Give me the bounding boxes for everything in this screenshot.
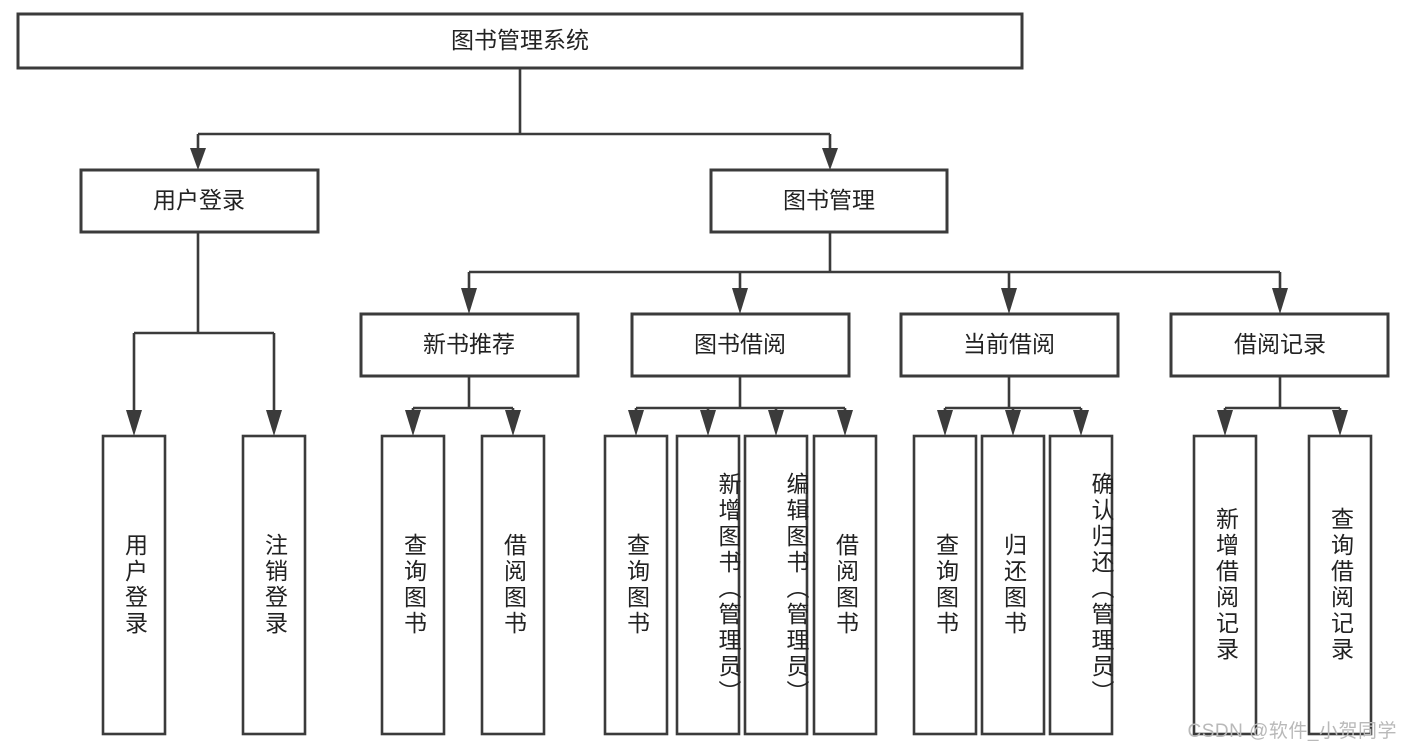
node-new-book-recommend[interactable] — [359, 312, 580, 378]
arrowhead-newbook-leaf-1 — [405, 410, 421, 436]
arrowhead-borrowrecords-leaf-1 — [1217, 410, 1233, 436]
arrowhead-leaf-logout — [266, 410, 282, 436]
arrowhead-borrow-records — [1272, 288, 1288, 314]
leaf-book-borrow-0[interactable] — [603, 434, 669, 736]
arrowhead-current-borrow — [1001, 288, 1017, 314]
label-borrow-records: 借阅记录 — [1234, 331, 1326, 357]
arrowhead-currentborrow-leaf-2 — [1005, 410, 1021, 436]
leaf-current-borrow-2[interactable] — [1048, 434, 1114, 736]
arrowhead-user-login — [190, 148, 206, 170]
arrowhead-bookborrow-leaf-4 — [837, 410, 853, 436]
leaf-new-book-0[interactable] — [380, 434, 446, 736]
node-user-login[interactable] — [79, 168, 320, 234]
node-root[interactable] — [16, 12, 1024, 70]
arrowhead-book-borrow — [732, 288, 748, 314]
leaf-borrow-records-0[interactable] — [1192, 434, 1258, 736]
label-current-borrow: 当前借阅 — [963, 331, 1055, 357]
node-borrow-records[interactable] — [1169, 312, 1390, 378]
arrowhead-currentborrow-leaf-1 — [937, 410, 953, 436]
leaf-current-borrow-0[interactable] — [912, 434, 978, 736]
leaf-new-book-1[interactable] — [480, 434, 546, 736]
label-book-borrow: 图书借阅 — [694, 331, 786, 357]
node-box-group — [16, 12, 1390, 736]
arrowhead-leaf-user-login — [126, 410, 142, 436]
leaf-book-borrow-2[interactable] — [743, 434, 809, 736]
leaf-borrow-records-1[interactable] — [1307, 434, 1373, 736]
label-book-management: 图书管理 — [783, 187, 875, 213]
leaf-current-borrow-1[interactable] — [980, 434, 1046, 736]
label-user-login: 用户登录 — [153, 187, 245, 213]
node-current-borrow[interactable] — [899, 312, 1120, 378]
label-root: 图书管理系统 — [451, 27, 589, 53]
watermark-text: CSDN @软件_小贺同学 — [1187, 721, 1397, 742]
arrowhead-currentborrow-leaf-3 — [1073, 410, 1089, 436]
arrowhead-book-mgmt — [822, 148, 838, 170]
leaf-book-borrow-3[interactable] — [812, 434, 878, 736]
arrowhead-newbook-leaf-2 — [505, 410, 521, 436]
node-book-borrow[interactable] — [630, 312, 851, 378]
arrowhead-bookborrow-leaf-3 — [768, 410, 784, 436]
label-new-book-recommend: 新书推荐 — [423, 331, 515, 357]
arrowhead-bookborrow-leaf-1 — [628, 410, 644, 436]
connector-group — [126, 68, 1348, 436]
arrowhead-borrowrecords-leaf-2 — [1332, 410, 1348, 436]
leaf-user-login-0[interactable] — [101, 434, 167, 736]
arrowhead-new-book — [461, 288, 477, 314]
leaf-book-borrow-1[interactable] — [675, 434, 741, 736]
node-book-management[interactable] — [709, 168, 949, 234]
arrowhead-bookborrow-leaf-2 — [700, 410, 716, 436]
horizontal-label-group: 图书管理系统 用户登录 图书管理 新书推荐 图书借阅 当前借阅 借阅记录 — [153, 27, 1326, 357]
leaf-user-login-1[interactable] — [241, 434, 307, 736]
